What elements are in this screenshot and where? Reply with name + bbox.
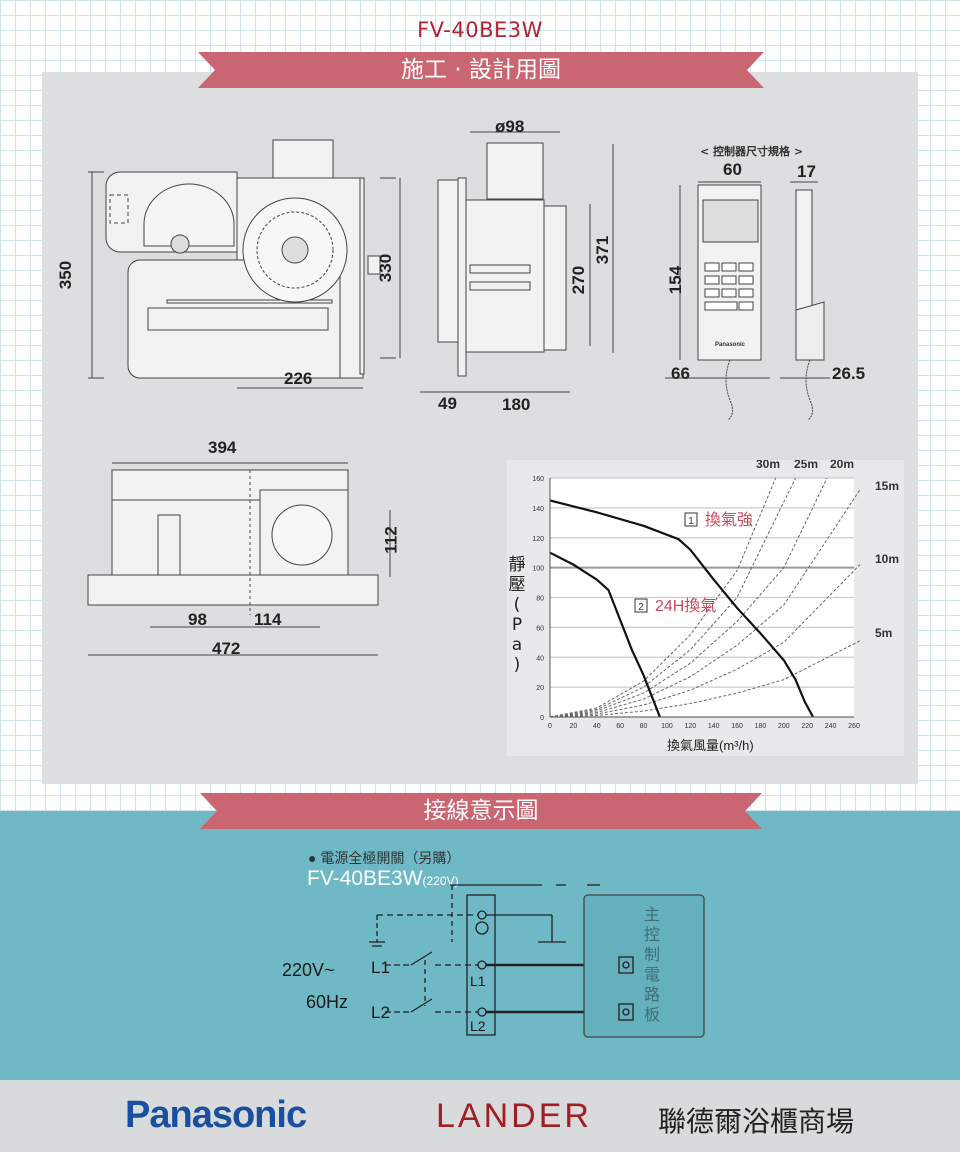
duct-label-5m: 5m [875, 626, 892, 640]
series-marker: 1 [688, 516, 694, 527]
series-label-1: 1 換氣強 [684, 511, 753, 529]
wiring-model-name: FV-40BE3W [307, 867, 423, 890]
y-tick-label: 160 [532, 476, 544, 483]
dim-front-total-width: 472 [212, 639, 241, 658]
series-marker: 2 [638, 602, 644, 613]
series-name: 換氣強 [705, 511, 753, 529]
dim-controller-bottom-width: 66 [671, 364, 690, 383]
x-tick-label: 260 [848, 723, 860, 730]
pq-chart: 30m 25m 20m 15m 10m 5m 1 換氣強 2 24H換氣 0 20 40 60 80 10… [507, 460, 904, 756]
model-title: FV-40BE3W [417, 18, 543, 42]
top-view-drawing [88, 139, 401, 389]
dim-top-height-left: 350 [56, 260, 76, 290]
duct-curve-20m [549, 477, 828, 718]
duct-curve-25m [549, 477, 796, 718]
section-title-install: 施工 · 設計用圖 [198, 52, 764, 88]
wiring-voltage-tag: (220V) [422, 874, 459, 888]
y-tick-label: 120 [532, 536, 544, 543]
controller-drawing: Panasonic [665, 181, 830, 420]
dim-controller-height: 154 [666, 265, 686, 295]
series-line-2 [549, 551, 661, 718]
supply-frequency: 60Hz [306, 992, 349, 1012]
x-tick-label: 0 [548, 723, 552, 730]
y-tick-label: 140 [532, 506, 544, 513]
duct-outlet-shape [272, 139, 334, 185]
section-title-wiring: 接線意示圖 [200, 793, 762, 829]
body-shape [465, 199, 545, 353]
line-l2-label: L2 [371, 1003, 390, 1022]
lander-logo: LANDER [436, 1097, 592, 1135]
x-tick-label: 180 [755, 723, 767, 730]
dim-front-left-offset: 98 [188, 610, 207, 629]
duct-label-25m: 25m [794, 460, 818, 471]
dealer-name: 聯德爾浴櫃商場 [658, 1105, 855, 1138]
dim-side-inner-height: 270 [569, 265, 589, 295]
wiring-diagram [369, 884, 705, 1038]
dim-side-depth: 180 [502, 395, 531, 414]
panasonic-logo: Panasonic [125, 1094, 307, 1136]
supply-voltage: 220V~ [282, 960, 335, 980]
x-tick-label: 240 [825, 723, 837, 730]
dim-top-width: 226 [284, 369, 313, 388]
y-tick-label: 80 [536, 596, 544, 603]
terminal-l1-label: L1 [470, 973, 486, 989]
duct-curve-5m [549, 640, 861, 718]
x-tick-label: 140 [708, 723, 720, 730]
series-marker-box [684, 512, 698, 527]
front-view-drawing [87, 462, 391, 656]
y-tick-label: 60 [536, 625, 544, 632]
dim-front-top-width: 394 [208, 438, 237, 457]
dim-side-total-height: 371 [593, 235, 613, 265]
switch-note: ● 電源全極開關（另購） [308, 850, 461, 866]
duct-label-30m: 30m [756, 460, 780, 471]
duct-label-20m: 20m [830, 460, 854, 471]
terminal-l2-label: L2 [470, 1018, 486, 1034]
wiring-model: FV-40BE3W(220V) [307, 867, 459, 891]
dim-controller-depth: 17 [797, 162, 816, 181]
dim-controller-width: 60 [723, 160, 742, 179]
x-tick-label: 160 [731, 723, 743, 730]
controller-title: < 控制器尺寸規格 > [700, 145, 804, 158]
duct-label-10m: 10m [875, 552, 899, 566]
x-tick-label: 40 [593, 723, 601, 730]
x-tick-label: 100 [661, 723, 673, 730]
series-name: 24H換氣 [655, 597, 716, 615]
main-board-label: 主控制電路板 [644, 907, 661, 1024]
series-marker-box [634, 598, 648, 613]
x-tick-label: 80 [640, 723, 648, 730]
dim-front-height: 112 [381, 526, 401, 554]
line-l1-label: L1 [371, 958, 390, 977]
dim-duct-diameter: ø98 [495, 117, 525, 136]
y-tick-label: 0 [540, 715, 544, 722]
y-tick-label: 40 [536, 655, 544, 662]
dim-front-right-offset: 114 [254, 610, 282, 629]
x-tick-label: 120 [684, 723, 696, 730]
dim-top-height-right: 330 [376, 253, 396, 283]
x-tick-label: 20 [569, 723, 577, 730]
x-tick-label: 60 [616, 723, 624, 730]
main-board-box [583, 894, 705, 1038]
controller-brand: Panasonic [715, 342, 746, 348]
series-label-2: 2 24H換氣 [634, 597, 716, 615]
x-tick-label: 220 [801, 723, 813, 730]
x-tick-label: 200 [778, 723, 790, 730]
side-view-drawing [420, 131, 614, 393]
y-tick-label: 100 [532, 566, 544, 573]
duct-label-15m: 15m [875, 479, 899, 493]
duct-shape [486, 142, 544, 200]
front-flange-shape [87, 574, 379, 606]
slot-upper [147, 307, 329, 331]
dim-side-flange: 49 [438, 394, 457, 413]
footer-bar [0, 1080, 960, 1152]
duct-curve-10m [549, 564, 861, 718]
dim-controller-bottom-depth: 26.5 [832, 364, 866, 383]
y-tick-label: 20 [536, 685, 544, 692]
x-axis-label: 換氣風量(m³/h) [667, 738, 754, 753]
duct-curve-15m [549, 489, 861, 718]
series-line-1 [549, 499, 815, 718]
